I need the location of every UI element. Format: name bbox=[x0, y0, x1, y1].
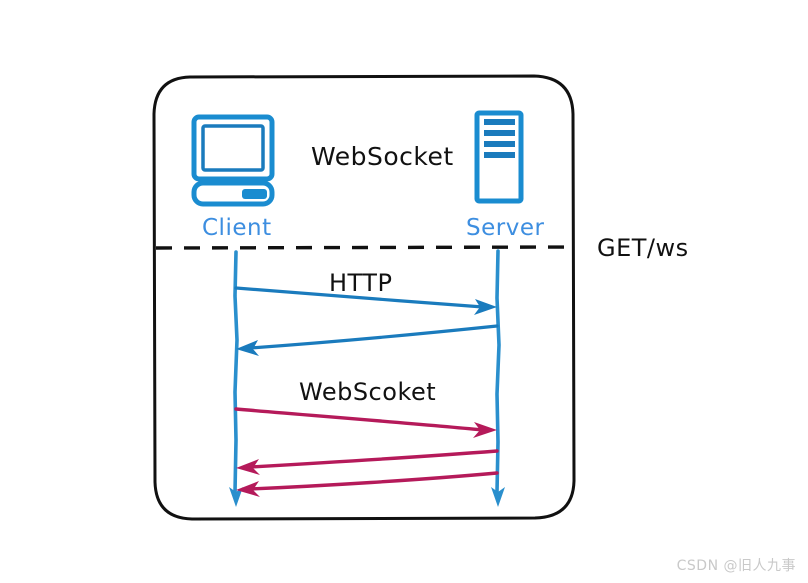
actor-label-client: Client bbox=[202, 215, 272, 241]
handshake-annotation-label: GET/ws bbox=[597, 234, 689, 262]
desktop-computer-icon bbox=[191, 114, 275, 207]
message-ws-server-to-client-1 bbox=[236, 449, 499, 475]
message-ws-server-to-client-2 bbox=[236, 471, 499, 497]
message-ws-client-to-server bbox=[234, 407, 497, 438]
phase-divider-dashed-line bbox=[155, 245, 574, 250]
phase-label-websocket: WebScoket bbox=[299, 378, 436, 406]
message-http-response bbox=[236, 324, 499, 356]
lifeline-server bbox=[491, 249, 505, 507]
page-title: WebSocket bbox=[311, 142, 454, 171]
message-http-request bbox=[234, 286, 497, 315]
phase-label-http: HTTP bbox=[329, 269, 392, 297]
actor-label-server: Server bbox=[466, 215, 544, 241]
csdn-watermark: CSDN @旧人九事 bbox=[676, 558, 796, 574]
outer-rounded-box bbox=[152, 74, 576, 521]
server-tower-icon bbox=[474, 110, 524, 204]
